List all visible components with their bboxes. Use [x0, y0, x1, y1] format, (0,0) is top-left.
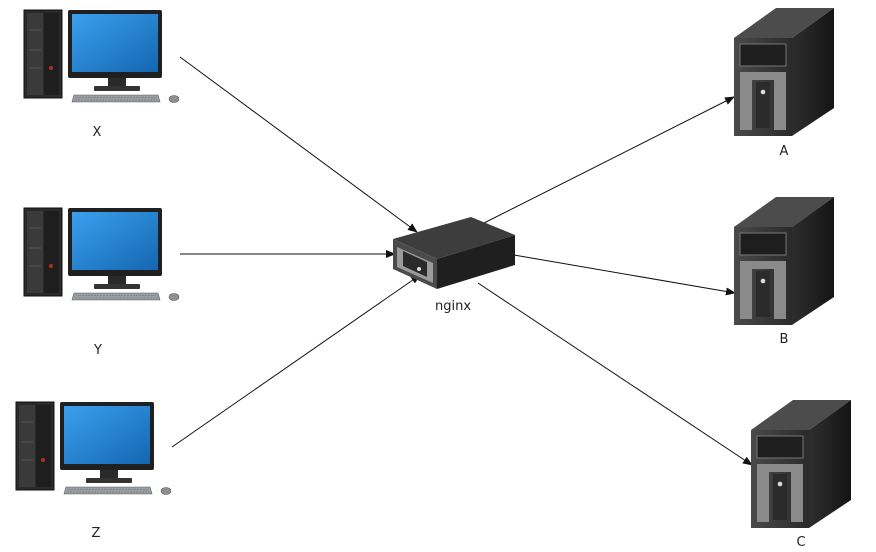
server-b-label: B	[779, 332, 789, 347]
server-a-label: A	[779, 144, 789, 159]
arrow-z-to-nginx	[171, 274, 421, 448]
client-y-label: Y	[94, 343, 102, 358]
client-z-computer-icon	[15, 401, 172, 495]
nginx-label: nginx	[434, 299, 472, 314]
server-b-icon	[733, 196, 835, 326]
server-c-label: C	[796, 535, 806, 550]
client-y-computer-icon	[23, 207, 180, 301]
server-c-icon	[750, 399, 852, 529]
arrow-nginx-to-a	[479, 96, 735, 226]
arrow-nginx-to-c	[477, 282, 753, 466]
client-x-label: X	[92, 125, 102, 140]
arrow-nginx-to-b	[513, 254, 736, 296]
server-a-icon	[733, 7, 835, 137]
arrow-x-to-nginx	[179, 56, 418, 233]
client-z-label: Z	[91, 526, 101, 541]
client-x-computer-icon	[23, 9, 180, 103]
